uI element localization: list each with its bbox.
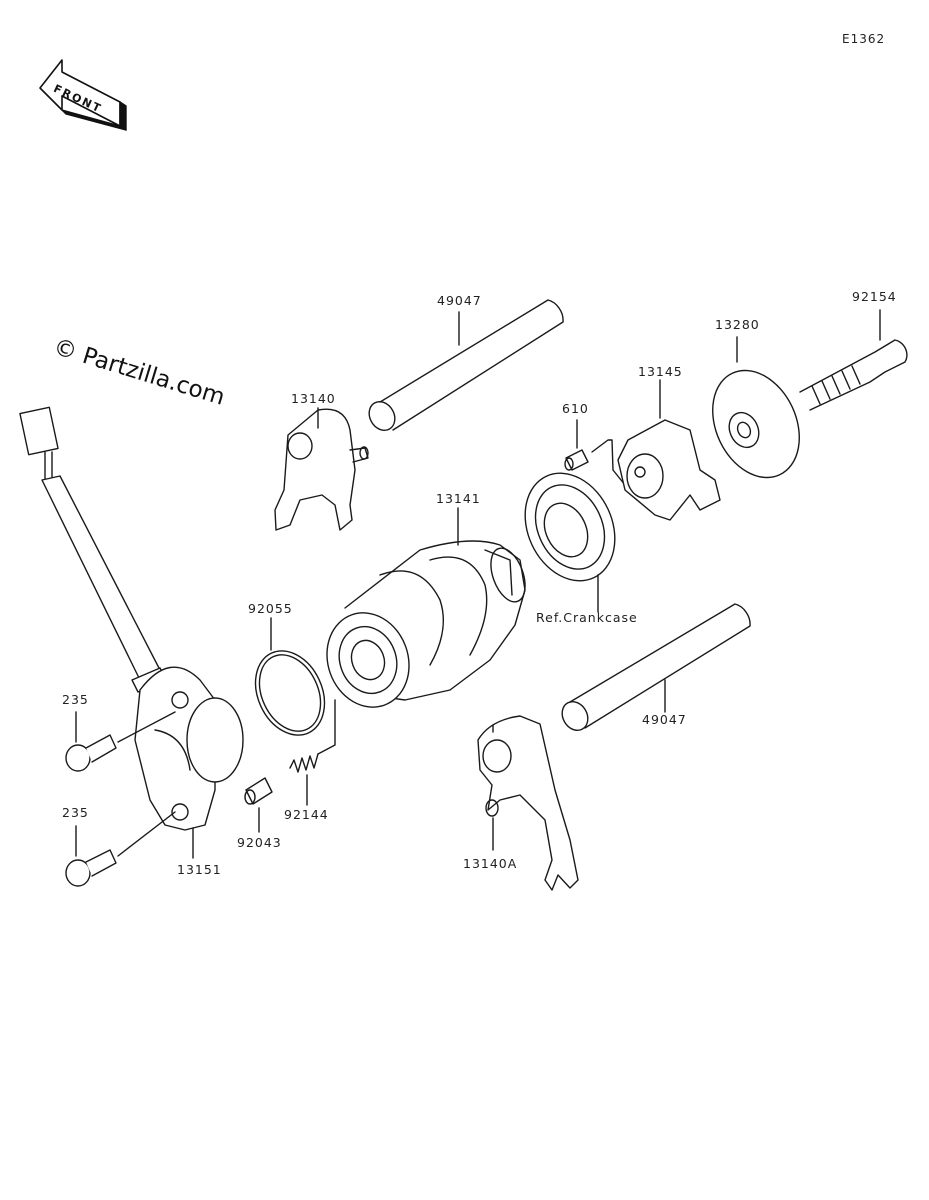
part-label-235-lower[interactable]: 235	[62, 805, 89, 820]
shift-fork-upper[interactable]	[274, 407, 369, 531]
part-label-610[interactable]: 610	[562, 401, 589, 416]
part-label-92144[interactable]: 92144	[284, 807, 329, 822]
part-label-13151[interactable]: 13151	[177, 862, 222, 877]
part-label-13141[interactable]: 13141	[436, 491, 481, 506]
part-label-13140A[interactable]: 13140A	[463, 856, 518, 871]
part-label-92055[interactable]: 92055	[248, 601, 293, 616]
cam-plate[interactable]	[696, 336, 816, 492]
reference-note: Ref.Crankcase	[536, 610, 638, 625]
shift-rod-lower[interactable]	[557, 603, 751, 735]
screw-upper[interactable]	[65, 711, 176, 772]
screw-lower[interactable]	[65, 811, 176, 887]
part-label-13280[interactable]: 13280	[715, 317, 760, 332]
spring[interactable]	[289, 699, 336, 806]
part-label-92154[interactable]: 92154	[852, 289, 897, 304]
gear-position-sensor[interactable]	[19, 406, 244, 859]
shift-drum[interactable]	[314, 507, 532, 719]
part-label-49047-upper[interactable]: 49047	[437, 293, 482, 308]
bolt-long[interactable]	[799, 309, 908, 411]
part-label-13145[interactable]: 13145	[638, 364, 683, 379]
diagram-code: E1362	[842, 32, 886, 46]
shift-rod-upper[interactable]	[364, 299, 564, 435]
part-label-13140[interactable]: 13140	[291, 391, 336, 406]
plunger[interactable]	[244, 777, 273, 833]
shift-drum-cam[interactable]	[617, 379, 721, 521]
bearing[interactable]	[508, 458, 631, 613]
shift-fork-lower[interactable]	[477, 715, 579, 891]
part-label-49047-lower[interactable]: 49047	[642, 712, 687, 727]
part-label-92043[interactable]: 92043	[237, 835, 282, 850]
part-label-235-upper[interactable]: 235	[62, 692, 89, 707]
o-ring[interactable]	[242, 617, 337, 746]
front-arrow-icon	[39, 59, 127, 131]
